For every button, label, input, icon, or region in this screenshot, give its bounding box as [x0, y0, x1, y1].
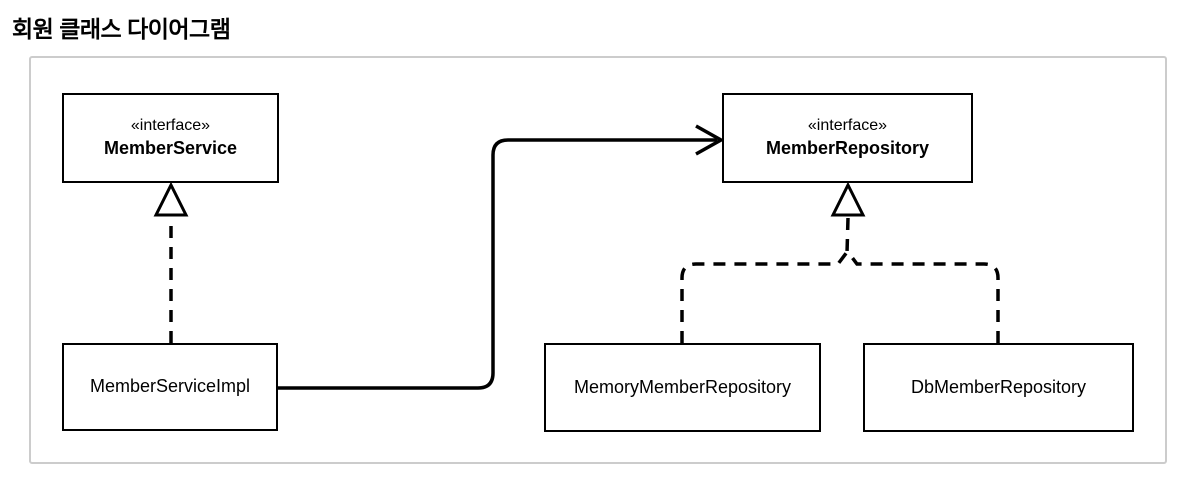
class-box-memory-member-repository: MemoryMemberRepository	[544, 343, 821, 432]
class-box-db-member-repository: DbMemberRepository	[863, 343, 1134, 432]
class-name: MemberRepository	[765, 137, 930, 158]
class-name: MemberServiceImpl	[89, 376, 251, 397]
class-name: DbMemberRepository	[910, 376, 1087, 397]
stereotype-label: «interface»	[130, 116, 211, 134]
class-box-member-repository: «interface» MemberRepository	[722, 93, 973, 183]
stereotype-label: «interface»	[807, 116, 888, 134]
class-box-member-service: «interface» MemberService	[62, 93, 279, 183]
class-name: MemoryMemberRepository	[573, 376, 792, 397]
class-name: MemberService	[103, 137, 238, 158]
class-box-member-service-impl: MemberServiceImpl	[62, 343, 278, 431]
page-title: 회원 클래스 다이어그램	[12, 16, 231, 42]
